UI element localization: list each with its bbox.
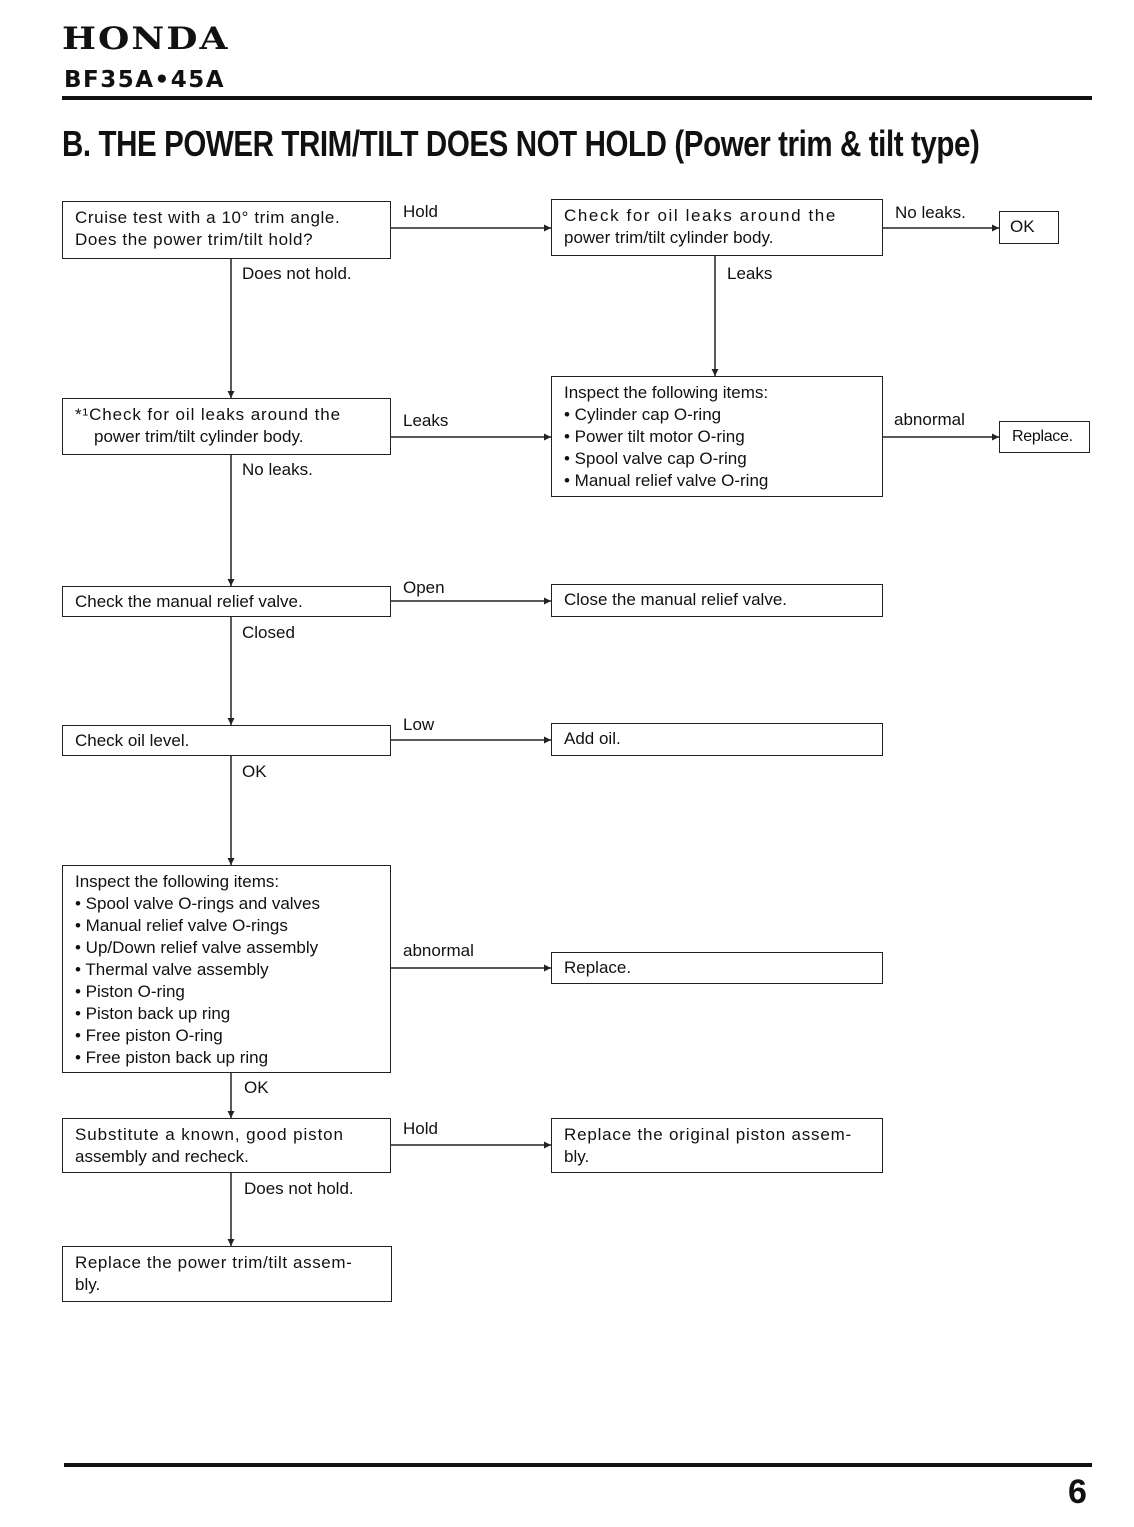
model-code: BF35A•45A	[64, 67, 226, 93]
check-leaks-right-box: Check for oil leaks around the power tri…	[551, 199, 883, 256]
label-leaks-2: Leaks	[403, 411, 449, 430]
label-no-leaks-1: No leaks.	[895, 203, 966, 222]
replace-mid-box: Replace.	[551, 952, 883, 984]
label-open: Open	[403, 578, 445, 597]
cruise-test-box: Cruise test with a 10° trim angle. Does …	[62, 201, 391, 259]
label-hold-2: Hold	[403, 1119, 438, 1138]
label-no-leaks-2: No leaks.	[242, 460, 313, 479]
label-abnormal-2: abnormal	[403, 941, 474, 960]
add-oil-box: Add oil.	[551, 723, 883, 756]
check-oil-level-box: Check oil level.	[62, 725, 391, 756]
check-manual-valve-box: Check the manual relief valve.	[62, 586, 391, 617]
inspect-right-box: Inspect the following items: • Cylinder …	[551, 376, 883, 497]
inspect-left-box: Inspect the following items: • Spool val…	[62, 865, 391, 1073]
substitute-piston-box: Substitute a known, good piston assembly…	[62, 1118, 391, 1173]
footer-rule	[64, 1463, 1092, 1467]
section-title: B. THE POWER TRIM/TILT DOES NOT HOLD (Po…	[62, 123, 980, 164]
label-closed: Closed	[242, 623, 295, 642]
ok-box: OK	[999, 211, 1059, 244]
check-leaks-left-box: *¹Check for oil leaks around the power t…	[62, 398, 391, 455]
label-does-not-hold-1: Does not hold.	[242, 264, 352, 283]
label-does-not-hold-2: Does not hold.	[244, 1179, 354, 1198]
replace-piston-box: Replace the original piston assem- bly.	[551, 1118, 883, 1173]
label-ok-1: OK	[242, 762, 267, 781]
header-rule	[62, 96, 1092, 100]
brand-logo: HONDA	[62, 21, 230, 57]
page-number: 6	[1068, 1473, 1087, 1511]
replace-right-box: Replace.	[999, 421, 1090, 453]
close-manual-valve-box: Close the manual relief valve.	[551, 584, 883, 617]
label-leaks-1: Leaks	[727, 264, 773, 283]
label-low: Low	[403, 715, 435, 734]
replace-assembly-box: Replace the power trim/tilt assem- bly.	[62, 1246, 392, 1302]
label-abnormal-1: abnormal	[894, 410, 965, 429]
label-ok-2: OK	[244, 1078, 269, 1097]
label-hold-1: Hold	[403, 202, 438, 221]
